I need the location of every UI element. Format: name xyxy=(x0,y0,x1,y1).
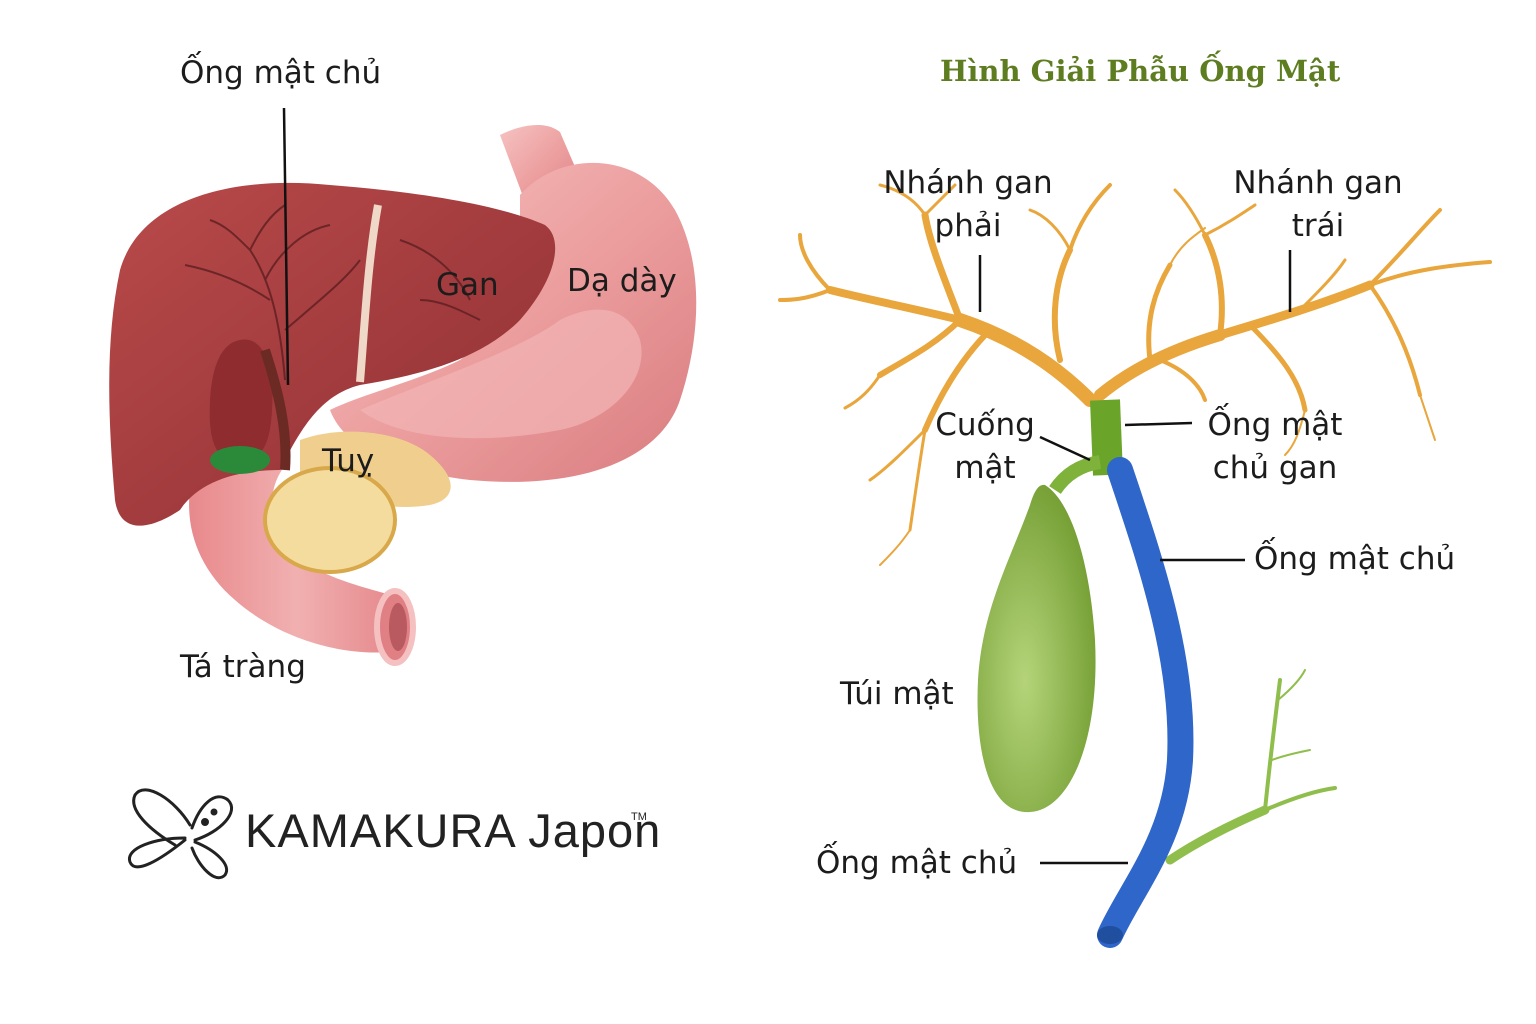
label-cystic-duct: Cuống mật xyxy=(920,404,1050,490)
label-left-hepatic-line2: trái xyxy=(1291,208,1345,244)
label-right-hepatic-line1: Nhánh gan xyxy=(883,165,1053,201)
brand-logo-text: KAMAKURA Japon xyxy=(245,804,662,857)
label-common-hepatic-line2: chủ gan xyxy=(1212,450,1338,486)
gallbladder-left xyxy=(209,339,273,462)
duodenum xyxy=(189,438,405,653)
cystic-duct xyxy=(1049,455,1102,495)
kamakura-logo-icon xyxy=(128,788,234,879)
label-gallbladder: Túi mật xyxy=(840,676,954,712)
label-liver: Gan xyxy=(436,267,499,303)
gallbladder-right xyxy=(977,484,1096,813)
duodenum-lumen xyxy=(389,603,407,651)
label-left-hepatic-line1: Nhánh gan xyxy=(1233,165,1403,201)
gallbladder-left-tip xyxy=(210,446,270,474)
label-common-bile-duct-right-2: Ống mật chủ xyxy=(816,845,1018,881)
label-cystic-line1: Cuống xyxy=(935,407,1035,443)
liver-vessels xyxy=(184,204,481,381)
label-right-hepatic-branch: Nhánh gan phải xyxy=(868,162,1068,248)
label-pancreas: Tuỵ xyxy=(322,443,375,479)
brand-trademark: TM xyxy=(631,811,647,823)
label-common-bile-duct-left: Ống mật chủ xyxy=(180,55,382,91)
leader-common-hepatic xyxy=(1124,421,1193,427)
pancreatic-duct xyxy=(1165,669,1337,865)
label-common-bile-duct-right-1: Ống mật chủ xyxy=(1254,541,1456,577)
pancreas-head xyxy=(263,466,397,574)
common-bile-duct xyxy=(1097,457,1194,948)
label-common-hepatic-line1: Ống mật xyxy=(1207,407,1343,443)
leader-cystic xyxy=(1039,435,1091,462)
hepatic-tree xyxy=(778,183,1492,566)
label-stomach: Dạ dày xyxy=(567,263,677,299)
diagram-title: Hình Giải Phẫu Ống Mật xyxy=(940,54,1341,88)
label-left-hepatic-branch: Nhánh gan trái xyxy=(1218,162,1418,248)
label-duodenum: Tá tràng xyxy=(180,649,306,685)
label-cystic-line2: mật xyxy=(954,450,1016,486)
common-bile-duct-end xyxy=(1097,926,1123,944)
stomach-fold xyxy=(360,309,642,439)
left-duct xyxy=(260,348,291,471)
common-hepatic-duct xyxy=(1090,399,1123,476)
label-right-hepatic-line2: phải xyxy=(934,208,1002,244)
label-common-hepatic-duct: Ống mật chủ gan xyxy=(1195,404,1355,490)
leader-left-common-duct xyxy=(282,107,290,386)
falciform-ligament xyxy=(356,204,382,383)
